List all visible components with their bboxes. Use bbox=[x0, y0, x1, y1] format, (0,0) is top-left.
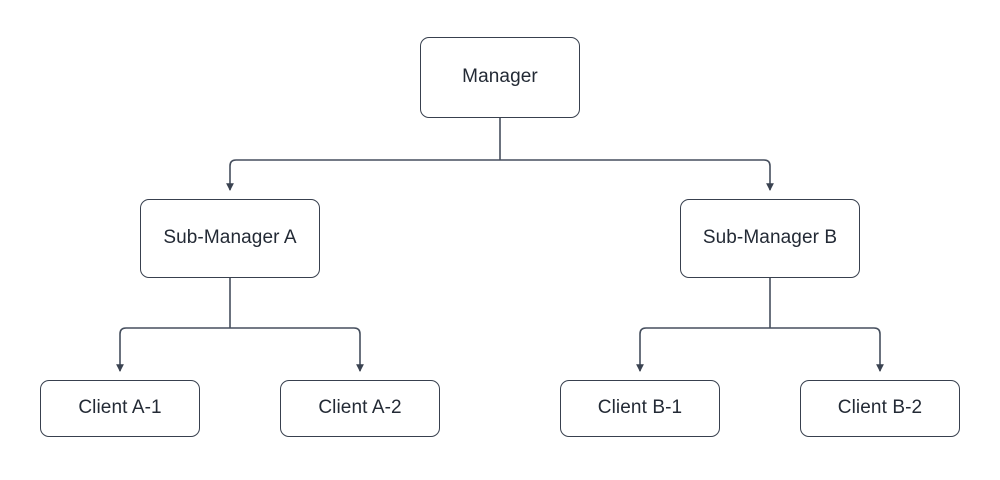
edge-manager-submanager-a bbox=[226, 159, 500, 192]
node-client-a-1[interactable]: Client A-1 bbox=[40, 380, 200, 437]
node-submanager-a[interactable]: Sub-Manager A bbox=[140, 199, 320, 278]
node-client-b-2-label: Client B-2 bbox=[837, 397, 923, 419]
node-client-a-1-label: Client A-1 bbox=[78, 397, 162, 419]
edge-manager-submanager-b bbox=[500, 159, 774, 192]
edge-submanager-b-client-b-2 bbox=[770, 327, 884, 373]
node-manager[interactable]: Manager bbox=[420, 37, 580, 118]
node-client-a-2-label: Client A-2 bbox=[318, 397, 402, 419]
node-client-a-2[interactable]: Client A-2 bbox=[280, 380, 440, 437]
node-submanager-b[interactable]: Sub-Manager B bbox=[680, 199, 860, 278]
edge-submanager-a-client-a-1 bbox=[116, 327, 230, 373]
edge-submanager-b-client-b-1 bbox=[636, 327, 770, 373]
edge-submanager-a-client-a-2 bbox=[230, 327, 364, 373]
node-submanager-a-label: Sub-Manager A bbox=[163, 227, 297, 249]
node-client-b-2[interactable]: Client B-2 bbox=[800, 380, 960, 437]
node-submanager-b-label: Sub-Manager B bbox=[702, 227, 838, 249]
node-client-b-1[interactable]: Client B-1 bbox=[560, 380, 720, 437]
node-client-b-1-label: Client B-1 bbox=[597, 397, 683, 419]
node-manager-label: Manager bbox=[462, 66, 538, 88]
